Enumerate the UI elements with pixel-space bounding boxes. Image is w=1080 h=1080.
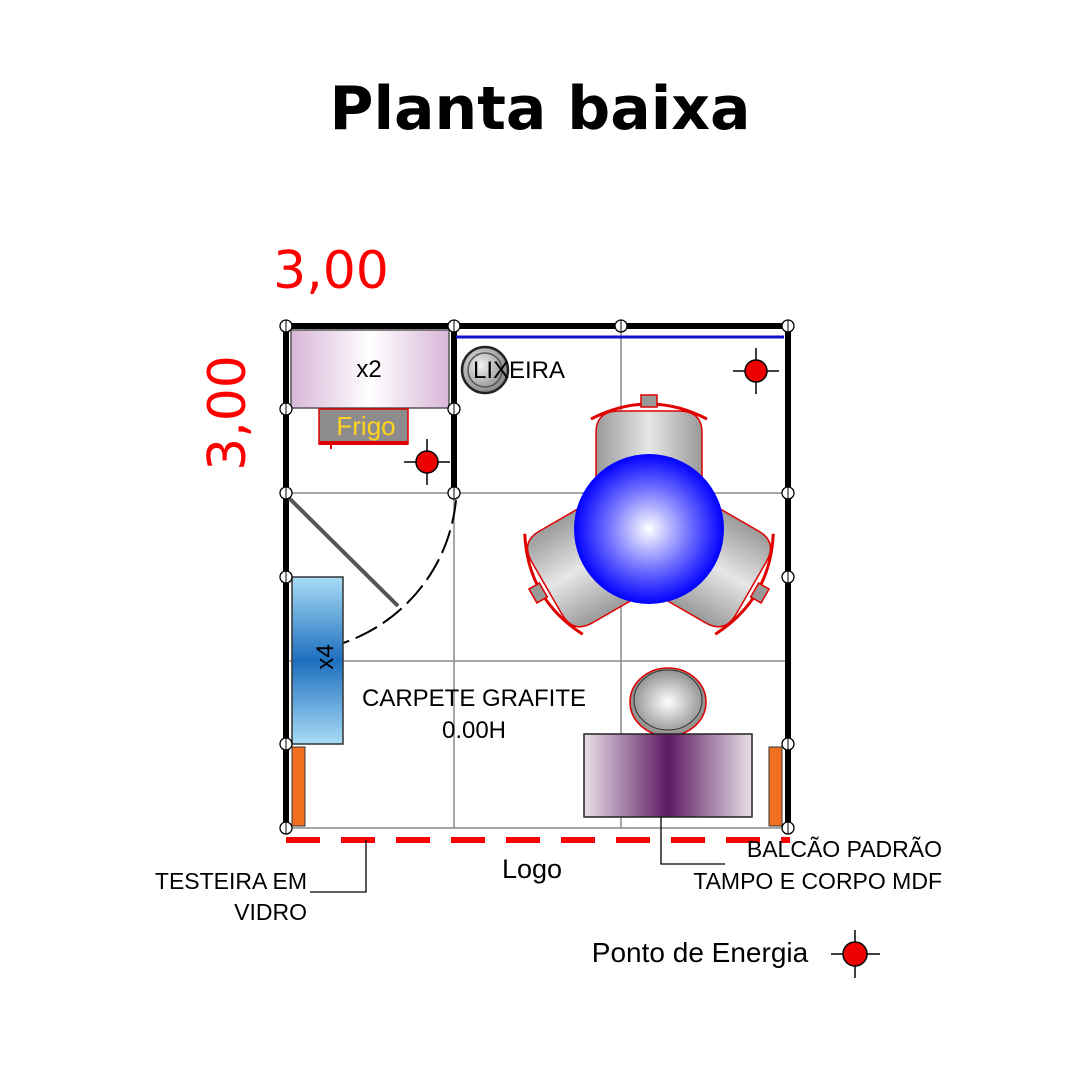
energy-point-icon: [733, 348, 779, 394]
trash-bin: LIXEIRA: [460, 345, 565, 395]
stool: [629, 667, 707, 737]
side-panel-left: [291, 746, 306, 827]
side-panel-right: [768, 746, 783, 827]
shelf: x4: [291, 576, 344, 745]
width-dimension: 3,00: [273, 241, 389, 301]
storage-door: [286, 495, 457, 654]
testeira-leader: [310, 840, 367, 893]
grid-node-ticks: [285, 320, 789, 834]
page-title: Planta baixa: [330, 74, 751, 144]
balcao-leader: [660, 817, 725, 865]
floor-material: CARPETE GRAFITE: [362, 685, 586, 712]
logo-label: Logo: [502, 854, 562, 884]
counter: [583, 733, 753, 818]
shelf-count: x4: [312, 644, 339, 669]
testeira-label-2: VIDRO: [234, 899, 307, 925]
floor-height: 0.00H: [442, 717, 506, 744]
energy-point-icon: [404, 439, 450, 485]
cabinet: x2: [290, 329, 450, 409]
depth-dimension: 3,00: [198, 355, 258, 471]
balcao-label-1: BALCÃO PADRÃO: [747, 836, 942, 862]
energy-point-icon: [831, 930, 880, 978]
trash-label: LIXEIRA: [473, 357, 565, 384]
round-table: [574, 454, 724, 604]
testeira-label-1: TESTEIRA EM: [155, 868, 307, 894]
frigo: Frigo: [318, 408, 409, 449]
cabinet-count: x2: [356, 356, 381, 383]
legend-label: Ponto de Energia: [592, 937, 809, 968]
frigo-label: Frigo: [336, 411, 395, 441]
balcao-label-2: TAMPO E CORPO MDF: [693, 868, 942, 894]
